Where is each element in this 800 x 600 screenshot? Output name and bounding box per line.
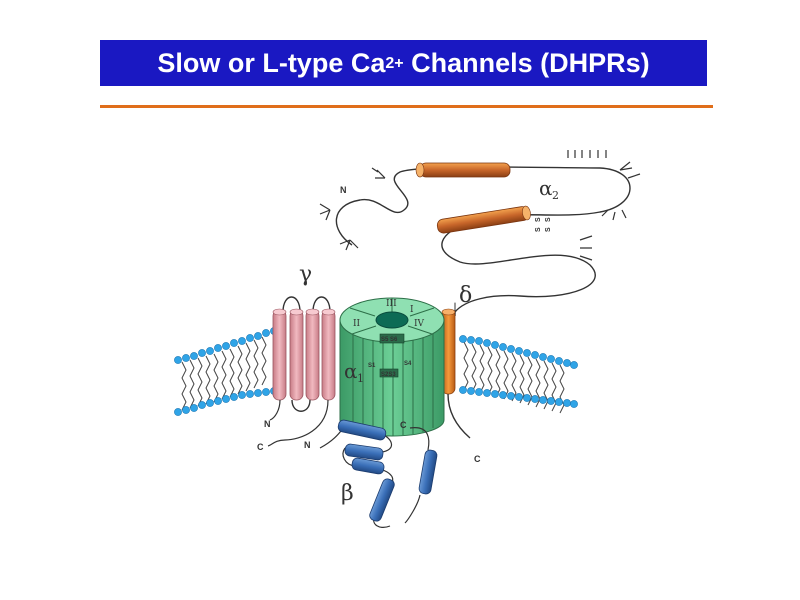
alpha1-subunit [339, 297, 445, 437]
gamma-label: γ [299, 262, 312, 287]
domain-label-ii: II [353, 319, 361, 329]
right-lipid-bilayer [459, 335, 578, 414]
disulfide-s-3: S [545, 217, 552, 222]
alpha2-subunit [335, 166, 631, 316]
slide-title: Slow or L-type Ca2+ Channels (DHPRs) [157, 48, 649, 79]
disulfide-s-2: S [535, 227, 542, 232]
alpha2-glycan-trees [319, 150, 641, 261]
alpha2-label: α [539, 176, 553, 200]
title-superscript: 2+ [385, 54, 404, 72]
diagram-labels: γ δ β α 1 α 2 I II III IV S5 S6 S1 S4 S2… [257, 176, 559, 506]
segment-label-s2s3: S2S3 [381, 372, 396, 378]
segment-label-s4: S4 [404, 361, 412, 367]
segment-label-s1: S1 [368, 363, 376, 369]
title-main: Slow or L-type Ca [157, 47, 386, 78]
gamma-c-terminus: C [257, 442, 264, 452]
segment-label-s5s6: S5 S6 [381, 337, 398, 343]
alpha1-subscript: 1 [357, 372, 364, 385]
gamma-subunit [267, 296, 336, 447]
alpha1-label: α [344, 359, 358, 383]
title-underline [100, 105, 713, 108]
alpha2-helices [415, 162, 531, 234]
gamma-n-terminus: N [264, 419, 271, 429]
alpha2-n-terminus: N [340, 185, 347, 195]
disulfide-s-1: S [535, 217, 542, 222]
beta-c-terminus: C [400, 420, 407, 430]
beta-subunit [319, 419, 438, 528]
title-rest: Channels (DHPRs) [403, 47, 650, 78]
beta-label: β [341, 481, 354, 506]
delta-c-terminus: C [474, 454, 481, 464]
title-bar: Slow or L-type Ca2+ Channels (DHPRs) [100, 40, 707, 86]
delta-subunit [441, 302, 471, 439]
left-lipid-bilayer [174, 327, 278, 416]
delta-label: δ [459, 283, 472, 308]
alpha2-subscript: 2 [552, 189, 559, 202]
domain-label-iv: IV [414, 319, 425, 329]
domain-label-iii: III [386, 299, 397, 309]
disulfide-s-4: S [545, 227, 552, 232]
beta-n-terminus: N [304, 440, 311, 450]
domain-label-i: I [410, 305, 414, 315]
